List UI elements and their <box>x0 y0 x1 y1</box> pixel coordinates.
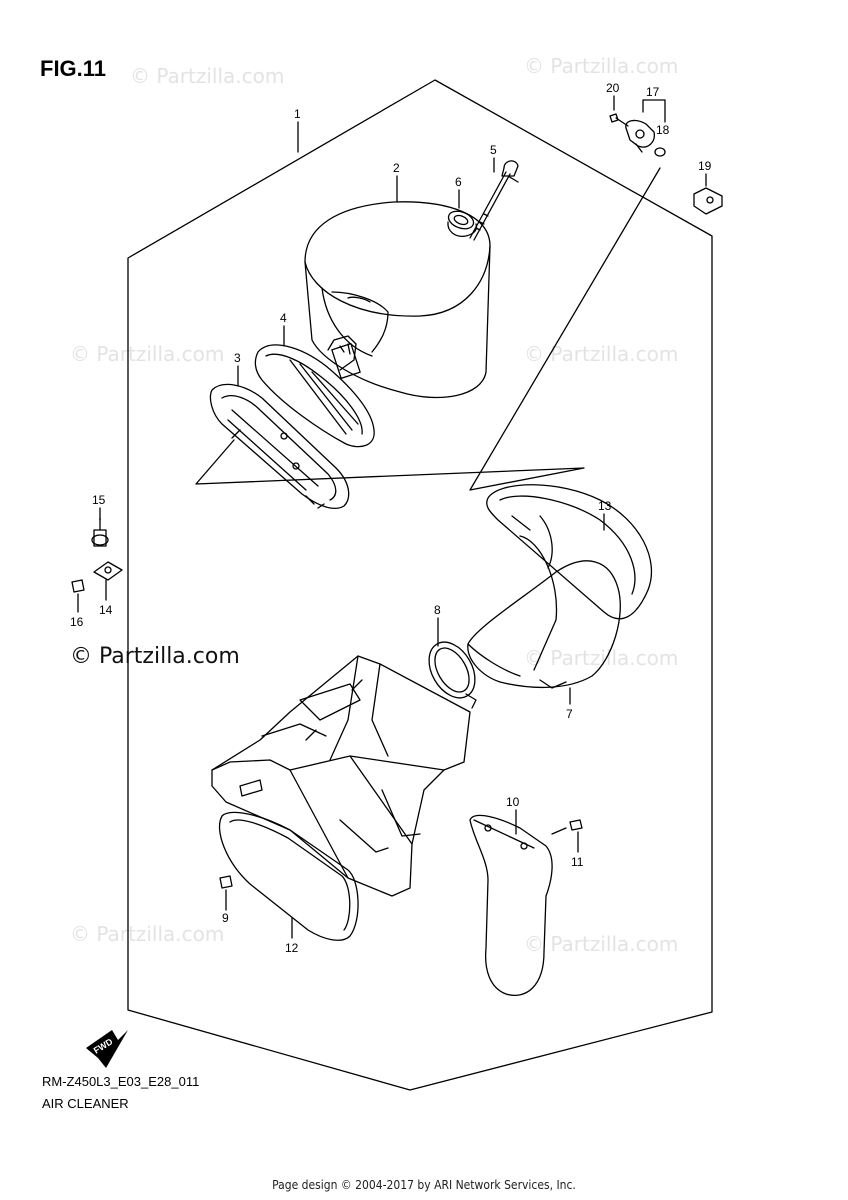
watermark: © Partzilla.com <box>524 54 679 78</box>
watermark: © Partzilla.com <box>70 342 225 366</box>
callout-16: 16 <box>70 615 84 629</box>
brand-mark: © Partzilla.com <box>70 644 240 669</box>
part-14-nut-clip <box>93 561 123 581</box>
callout-12: 12 <box>285 941 299 955</box>
part-15-bolt <box>91 517 109 547</box>
part-case-housing <box>211 655 471 897</box>
part-19-gasket <box>693 187 723 215</box>
part-18-o-ring <box>654 147 666 157</box>
leader-line-3-arrow <box>195 167 661 491</box>
watermark: © Partzilla.com <box>524 932 679 956</box>
diagram-code: RM-Z450L3_E03_E28_011 <box>42 1074 200 1089</box>
callout-4: 4 <box>280 311 287 325</box>
part-17-sensor <box>625 119 655 153</box>
part-20-screw <box>609 113 629 127</box>
part-3-cage <box>209 383 350 509</box>
assembly-name: AIR CLEANER <box>42 1096 129 1111</box>
callout-3: 3 <box>234 351 241 365</box>
figure-title: FIG.11 <box>40 56 107 81</box>
callout-17: 17 <box>646 85 660 99</box>
part-12-case-gasket <box>218 811 359 941</box>
watermark: © Partzilla.com <box>70 922 225 946</box>
callout-10: 10 <box>506 795 520 809</box>
callout-9: 9 <box>222 911 229 925</box>
callout-14: 14 <box>99 603 113 617</box>
assembly-outline <box>127 79 713 1091</box>
callout-11: 11 <box>571 855 584 869</box>
callout-5: 5 <box>490 143 497 157</box>
part-8-clamp <box>428 641 477 709</box>
part-7-outlet-tube <box>467 535 621 689</box>
callout-7: 7 <box>566 707 573 721</box>
part-4-element-holder <box>254 335 375 448</box>
callout-20: 20 <box>606 81 620 95</box>
callout-19: 19 <box>698 159 712 173</box>
part-13-collar <box>486 484 653 620</box>
callout-18: 18 <box>656 123 670 137</box>
part-2-filter-element <box>304 201 491 399</box>
callout-1: 1 <box>294 107 301 121</box>
callouts: 1 2 3 4 5 6 7 8 9 10 11 12 13 14 15 16 1… <box>70 81 712 955</box>
fwd-arrow-icon: FWD <box>86 1030 128 1068</box>
part-5-bolt <box>469 160 519 241</box>
callout-13: 13 <box>598 499 612 513</box>
callout-8: 8 <box>434 603 441 617</box>
page-footer: Page design © 2004-2017 by ARI Network S… <box>272 1178 576 1192</box>
part-16-nut <box>71 579 85 593</box>
part-11-screw <box>551 819 583 835</box>
leader-line-17 <box>642 99 666 123</box>
callout-2: 2 <box>393 161 400 175</box>
part-6-grommet <box>447 210 478 237</box>
callout-15: 15 <box>92 493 106 507</box>
part-10-mud-guard <box>469 814 553 996</box>
part-9-nut <box>219 875 233 889</box>
callout-6: 6 <box>455 175 462 189</box>
watermark: © Partzilla.com <box>130 64 285 88</box>
